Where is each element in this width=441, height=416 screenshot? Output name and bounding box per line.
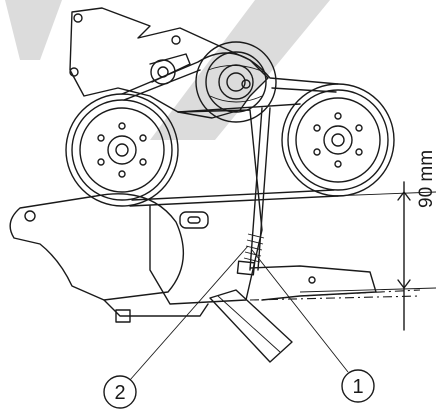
lever-edge	[217, 295, 281, 353]
callout-2-leader	[129, 245, 249, 381]
adjustment-slot	[179, 211, 209, 229]
motor-base	[103, 299, 209, 317]
callout-2-label: 2	[114, 382, 125, 404]
tension-rod	[236, 107, 271, 276]
bracket-bolt-hole	[73, 13, 83, 23]
dimension-90mm: 90 mm	[299, 150, 437, 331]
left-drive-pulley	[65, 93, 179, 207]
side-bracket	[249, 265, 377, 301]
bracket-bolt-hole	[69, 67, 79, 77]
idler-pulley	[195, 41, 277, 123]
motor-housing	[9, 193, 185, 301]
watermark	[5, 0, 330, 140]
center-line-lower-2	[299, 289, 421, 297]
right-drive-pulley	[281, 83, 395, 197]
bracket-bolt-hole	[241, 79, 251, 89]
callout-1: 1	[341, 369, 375, 403]
watermark-stripe-right	[150, 0, 330, 140]
drive-belt	[121, 52, 339, 207]
bracket-bolt-hole	[171, 35, 181, 45]
motor-bolt-hole	[24, 210, 36, 222]
center-line-lower	[249, 295, 421, 301]
lower-lever	[209, 289, 293, 363]
callout-2: 2	[103, 375, 137, 409]
callout-1-label: 1	[352, 376, 363, 398]
watermark-stripe-left	[5, 0, 62, 60]
mounting-bracket	[69, 7, 269, 119]
callout-1-leader	[251, 249, 349, 373]
base-foot	[115, 309, 131, 323]
side-bracket-bolt	[308, 276, 316, 284]
dimension-label: 90 mm	[416, 150, 437, 208]
